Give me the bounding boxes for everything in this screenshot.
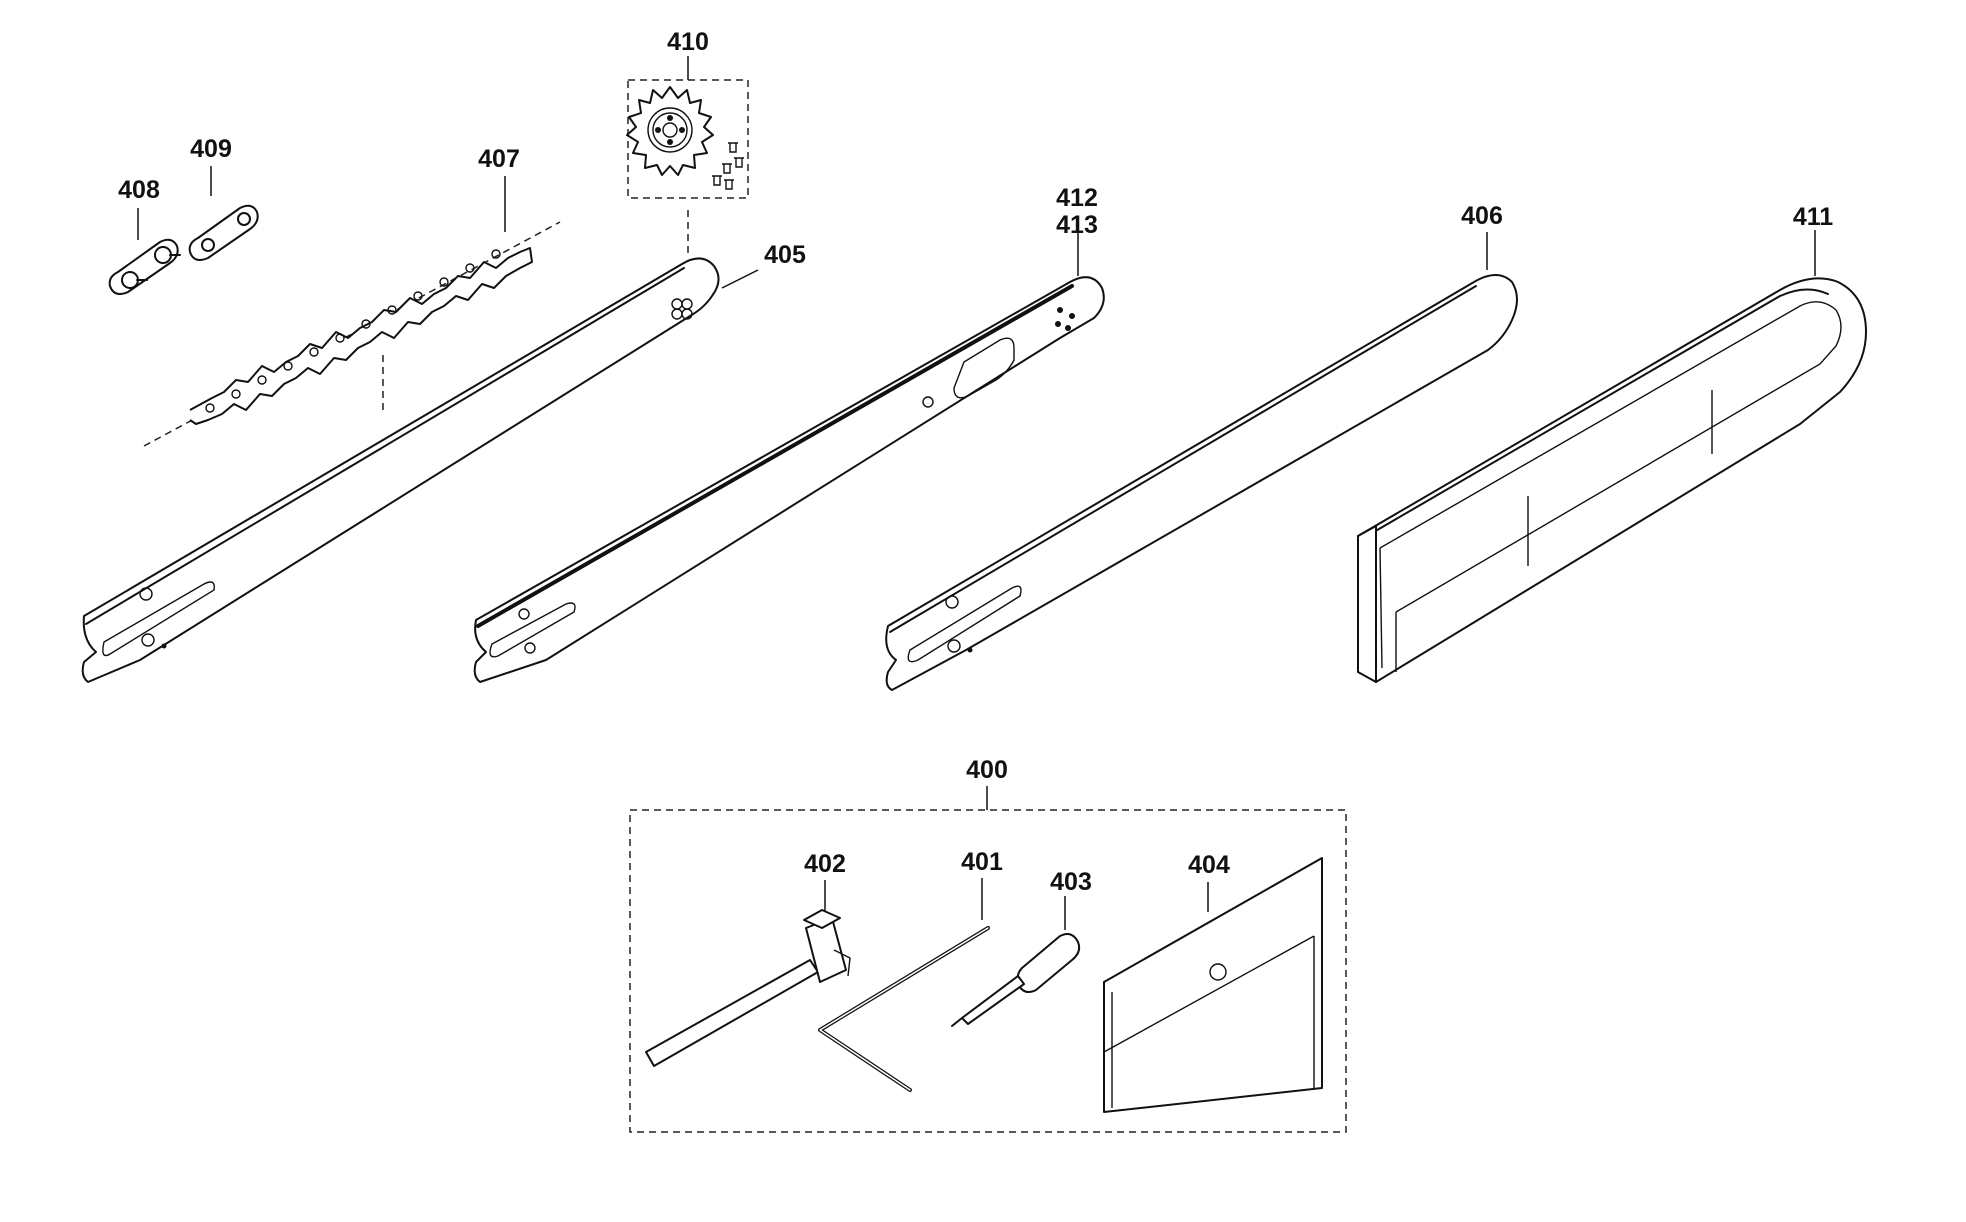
guide-bar-405: [81, 257, 759, 683]
rivets-icon: [712, 142, 744, 190]
label-404: 404: [1188, 851, 1230, 879]
hex-key-401: [818, 878, 990, 1092]
saw-chain-407: [143, 176, 561, 447]
label-411: 411: [1793, 203, 1833, 231]
label-407: 407: [478, 145, 520, 173]
label-413: 413: [1056, 211, 1098, 239]
link-409: [188, 166, 259, 261]
sprocket-410-group: [626, 56, 749, 256]
oil-holes-icon: [1055, 307, 1075, 331]
label-405: 405: [764, 241, 806, 269]
bar-cover-411: [1357, 230, 1867, 683]
tool-kit-400: [629, 786, 1347, 1133]
combination-spanner-402: [645, 880, 851, 1067]
guide-bar-412-413: [473, 232, 1105, 683]
label-401: 401: [961, 848, 1003, 876]
label-412: 412: [1056, 184, 1098, 212]
link-408: [108, 208, 181, 295]
label-409: 409: [190, 135, 232, 163]
label-400: 400: [966, 756, 1008, 784]
clover-hole-icon: [671, 298, 693, 320]
guide-bar-406: [885, 232, 1518, 691]
label-403: 403: [1050, 868, 1092, 896]
tool-kit-box: [629, 809, 1347, 1133]
screwdriver-403: [951, 896, 1081, 1027]
sprocket-icon: [626, 86, 714, 176]
bar-sleeve-404: [1103, 857, 1323, 1113]
label-402: 402: [804, 850, 846, 878]
label-406: 406: [1461, 202, 1503, 230]
label-410: 410: [667, 28, 709, 56]
label-408: 408: [118, 176, 160, 204]
